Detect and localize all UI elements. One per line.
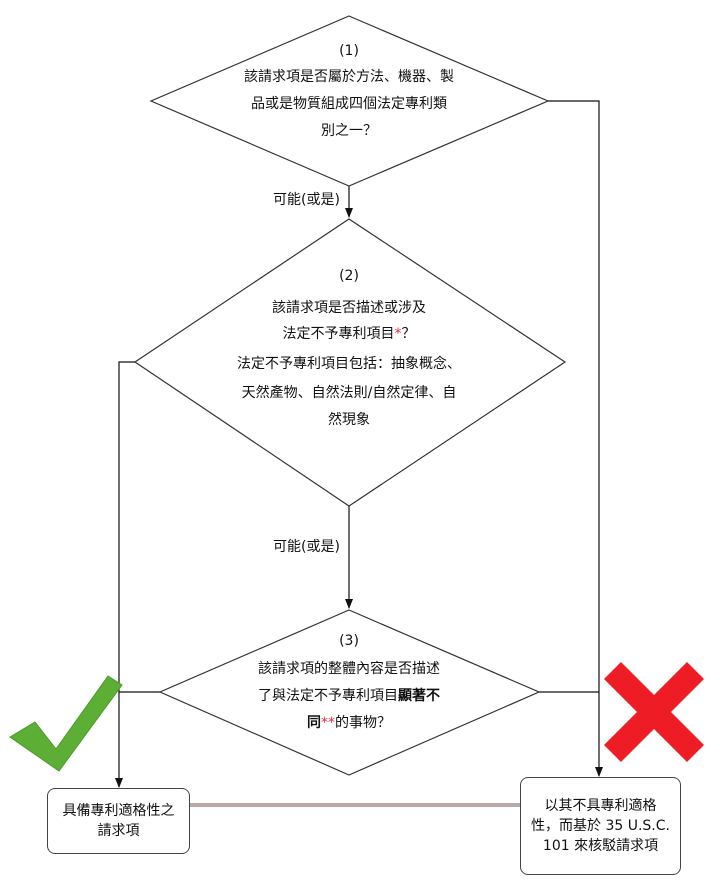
decision-2-footnote-star: *: [394, 326, 402, 342]
outcome-eligible-box: 具備專利適格性之 請求項: [47, 788, 190, 854]
decision-3-text-bold-a: 顯著不: [398, 688, 440, 704]
outcome-rejected-box: 以其不具專利適格 性，而基於 35 U.S.C. 101 來核駁請求項: [520, 777, 681, 875]
decision-2-term: 法定不予專利項目: [282, 326, 395, 342]
decision-1-text-line-3: 別之一？: [321, 123, 377, 139]
decision-2-text-line-4: 天然產物、自然法則/自然定律、自: [241, 385, 457, 401]
outcome-rejected-line-1: 以其不具專利適格: [544, 798, 657, 814]
edge-label-d1-d2: 可能(或是): [273, 192, 340, 208]
decision-3-text-line-2: 了與法定不予專利項目顯著不: [229, 686, 469, 706]
decision-2-question-mark: ？: [401, 326, 416, 342]
decision-1-text-line-2: 品或是物質組成四個法定專利類: [251, 96, 447, 112]
decision-3-shape: [158, 609, 541, 776]
cross-icon: [604, 662, 704, 762]
decision-3-number: (3): [339, 633, 359, 649]
decision-2-text-line-2: 法定不予專利項目*？: [219, 324, 479, 344]
outcome-eligible-line-2: 請求項: [97, 823, 140, 839]
arrow-d2-eligible: [115, 361, 135, 788]
decision-3-text-line-3: 同**的事物？: [229, 713, 469, 733]
outcome-eligible-line-1: 具備專利適格性之: [62, 803, 175, 819]
outcome-rejected-line-3: 101 來核駁請求項: [542, 838, 659, 854]
outcome-connector: [190, 803, 520, 807]
decision-1-text-line-1: 該請求項是否屬於方法、機器、製: [244, 69, 454, 85]
decision-2-text-line-5: 然現象: [328, 412, 370, 428]
decision-3-text-a: 了與法定不予專利項目: [258, 688, 398, 704]
decision-3-footnote-stars: **: [321, 715, 335, 731]
decision-2-text-line-3: 法定不予專利項目包括：抽象概念、: [237, 356, 461, 372]
edge-label-d2-d3: 可能(或是): [273, 539, 340, 555]
outcome-rejected-line-2: 性，而基於 35 U.S.C.: [531, 818, 670, 834]
decision-2-number: (2): [339, 268, 359, 284]
decision-2-text-line-1: 該請求項是否描述或涉及: [272, 300, 426, 316]
checkmark-icon: [9, 675, 123, 772]
decision-3-text-b: 的事物？: [335, 715, 391, 731]
decision-3-text-bold-b: 同: [307, 715, 321, 731]
decision-1-number: (1): [339, 43, 359, 59]
decision-3-text-line-1: 該請求項的整體內容是否描述: [258, 661, 440, 677]
arrow-d1-rejected: [548, 100, 603, 777]
